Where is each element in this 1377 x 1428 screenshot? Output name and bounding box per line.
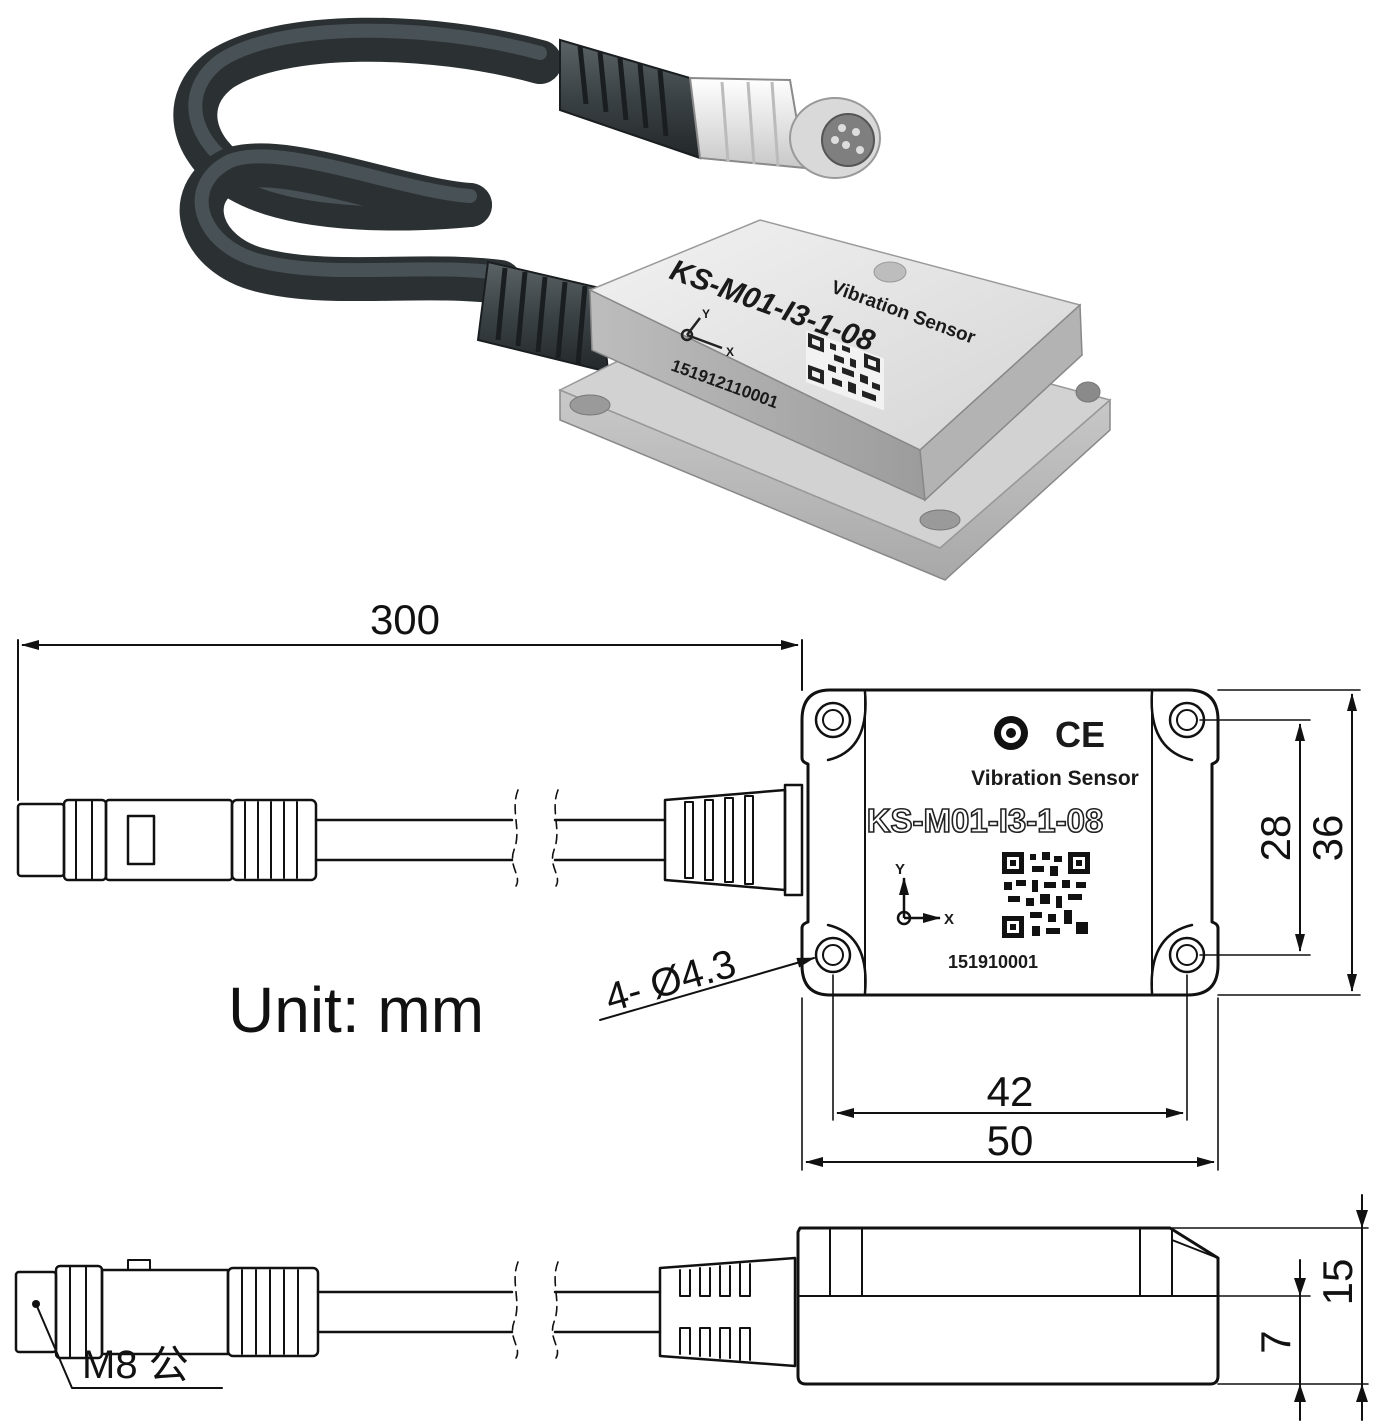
top-sensor-body-outline	[800, 688, 1220, 997]
photo-axis-mark-icon	[680, 317, 723, 350]
top-cable-outline	[314, 789, 667, 887]
drawing-ce-mark: CE	[1055, 714, 1105, 755]
drawing-axis-mark-icon	[896, 877, 941, 926]
drawing-logo-icon	[994, 716, 1028, 750]
photo-qr-code-icon	[806, 330, 884, 411]
product-photo: Vibration Sensor KS-M01-I3-1-08 15191211…	[173, 17, 1112, 581]
side-view-drawing: M8 公	[14, 1194, 1369, 1421]
drawing-label-serial: 151910001	[948, 952, 1038, 972]
unit-note: Unit: mm	[228, 974, 484, 1046]
dim-hole-spacing-y: 28	[1252, 815, 1299, 862]
photo-cable	[173, 17, 562, 304]
dim-cable-length: 300	[370, 596, 440, 643]
photo-sensor-housing: Vibration Sensor KS-M01-I3-1-08 15191211…	[558, 219, 1112, 581]
photo-axis-y: Y	[702, 307, 710, 321]
dim-hole-spec: 4- Ø4.3	[600, 942, 740, 1021]
connector-note: M8 公	[82, 1343, 189, 1387]
dim-total-height: 15	[1314, 1259, 1361, 1306]
photo-strain-relief	[476, 260, 610, 374]
dim-arrow-base-bottom	[1294, 1384, 1306, 1402]
dim-base-height: 7	[1252, 1330, 1299, 1353]
drawing-qr-code-icon	[1002, 852, 1090, 938]
drawing-axis-x: X	[944, 911, 954, 928]
dim-body-height: 36	[1304, 815, 1351, 862]
dim-arrow-base-top	[1294, 1278, 1306, 1296]
drawing-label-model: KS-M01-I3-1-08	[867, 802, 1104, 839]
drawing-label-brand: Vibration Sensor	[971, 767, 1139, 790]
side-connector-outline	[14, 1259, 320, 1360]
top-view-drawing: 300	[16, 596, 1361, 1171]
drawing-label: CE Vibration Sensor KS-M01-I3-1-08 Y X	[866, 714, 1139, 972]
side-sensor-body-outline	[796, 1226, 1220, 1386]
top-strain-relief-outline	[663, 783, 804, 897]
top-connector-outline	[16, 798, 318, 882]
dim-body-width: 50	[987, 1117, 1034, 1164]
drawing-axis-y: Y	[895, 861, 905, 878]
photo-axis-x: X	[726, 345, 734, 359]
photo-m8-connector	[559, 38, 881, 179]
dim-hole-spacing-x: 42	[987, 1068, 1034, 1115]
dim-arrow-total-bottom	[1356, 1384, 1368, 1402]
side-cable-outline	[316, 1261, 662, 1359]
dim-arrow-total-top	[1356, 1210, 1368, 1228]
side-strain-relief-outline	[658, 1256, 797, 1368]
